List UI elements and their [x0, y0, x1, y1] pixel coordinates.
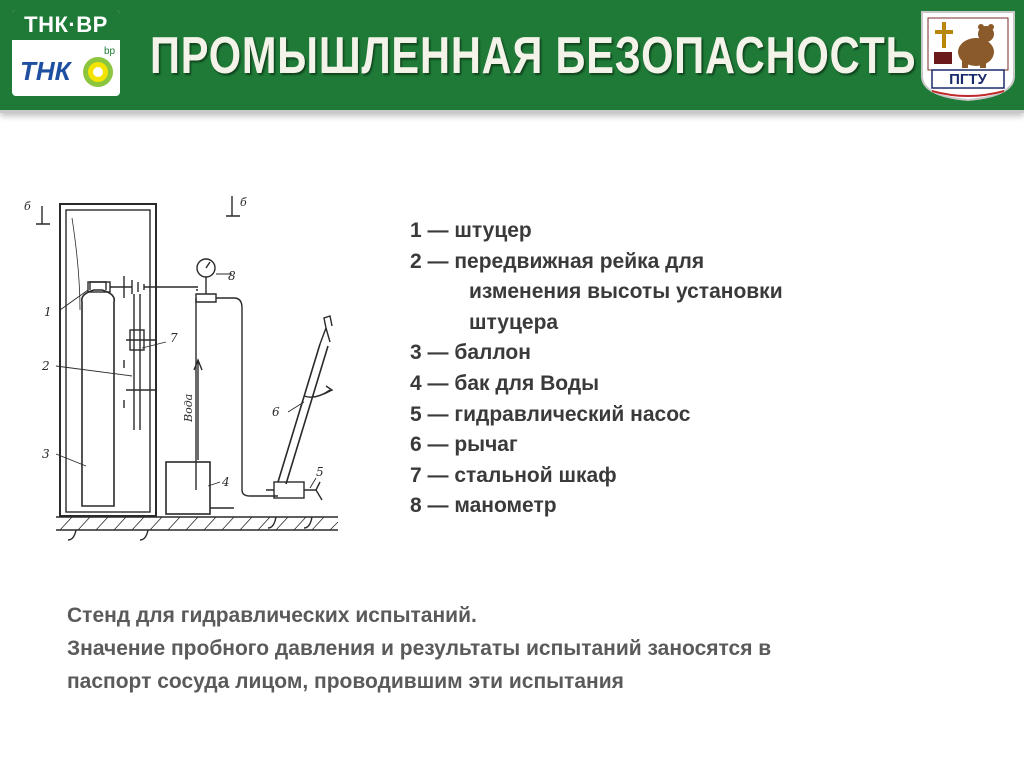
section-mark-left: б: [24, 200, 31, 213]
legend-item-continuation: штуцера: [469, 310, 559, 334]
caption-text: Стенд для гидравлических испытаний. Знач…: [67, 599, 967, 698]
section-marks: б б: [24, 196, 247, 225]
header-bar: ТНК·ВР ТНК bp ПРОМЫШЛЕННАЯ БЕЗОПАСНОСТЬ: [0, 0, 1024, 113]
callout-leaders: [55, 273, 317, 489]
water-tank: [165, 461, 234, 515]
tnk-bp-logo: ТНК·ВР ТНК bp: [12, 10, 120, 96]
cross-icon: [935, 22, 953, 48]
callout-5: 5: [316, 465, 324, 479]
callout-8: 8: [228, 269, 236, 283]
test-stand-diagram: б б Вода: [20, 190, 360, 550]
legend-item-continuation: изменения высоты установки: [469, 280, 783, 304]
callout-numbers: 1 2 3 4 5 6 7 8: [41, 269, 324, 489]
callout-2: 2: [41, 359, 50, 373]
callout-6: 6: [272, 405, 280, 419]
book-icon: [934, 52, 952, 64]
page-title: ПРОМЫШЛЕННАЯ БЕЗОПАСНОСТЬ: [150, 27, 917, 85]
pressure-gauge: [195, 258, 217, 303]
legend-item: 4 — бак для Воды: [410, 371, 600, 395]
caption-line: Стенд для гидравлических испытаний.: [67, 604, 477, 627]
floor: [56, 516, 339, 541]
tnk-mark-text: ТНК: [20, 56, 73, 86]
callout-7: 7: [170, 331, 178, 345]
legend-item: 8 — манометр: [410, 494, 557, 518]
tnk-bp-logo-text: ТНК·ВР: [12, 10, 120, 40]
legend-item: 3 — баллон: [410, 341, 531, 365]
legend-item: 6 — рычаг: [410, 433, 518, 457]
callout-1: 1: [44, 305, 52, 319]
hydraulic-pump: [266, 481, 323, 501]
pgtu-emblem: ПГТУ: [921, 11, 1015, 102]
callout-4: 4: [221, 475, 230, 489]
lever: [277, 315, 334, 485]
water-label: Вода: [182, 394, 195, 423]
bp-helios-icon: [83, 57, 113, 87]
callout-3: 3: [42, 447, 50, 461]
fitting-assembly: [87, 276, 198, 298]
pgtu-text: ПГТУ: [949, 71, 987, 88]
component-legend: 1 — штуцер 2 — передвижная рейка для изм…: [410, 216, 910, 522]
movable-rack: [123, 294, 156, 430]
caption-line: Значение пробного давления и результаты …: [67, 637, 772, 660]
section-mark-right: б: [240, 196, 247, 209]
tnk-bp-emblem: ТНК bp: [20, 46, 116, 87]
water-line: Вода: [182, 289, 278, 497]
caption-line: паспорт сосуда лицом, проводившим эти ис…: [67, 670, 624, 693]
legend-item: 2 — передвижная рейка для: [410, 249, 705, 273]
bear-icon: [958, 24, 994, 68]
bp-small-text: bp: [104, 46, 116, 57]
steel-cabinet: [59, 203, 157, 517]
legend-item: 1 — штуцер: [410, 219, 532, 242]
legend-item: 5 — гидравлический насос: [410, 402, 691, 426]
legend-item: 7 — стальной шкаф: [410, 463, 617, 487]
